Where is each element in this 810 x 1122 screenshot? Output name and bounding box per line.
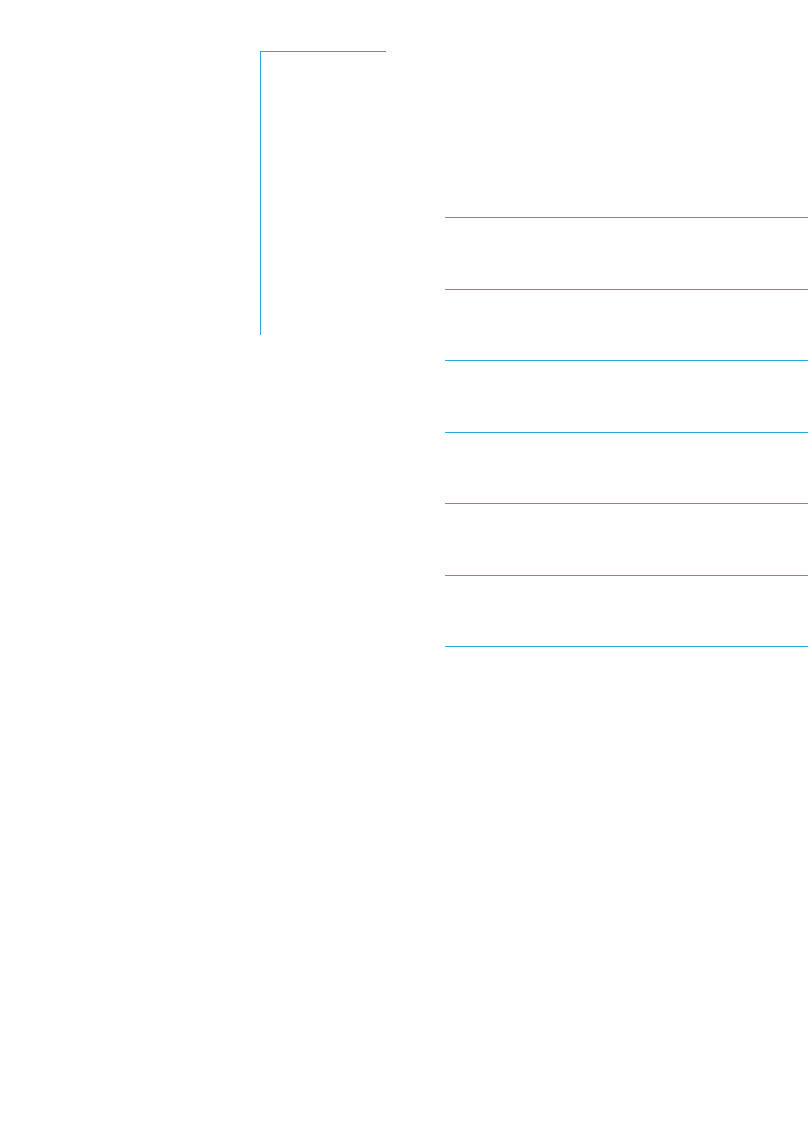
ruled-line-7 xyxy=(445,646,808,647)
ruled-line-3 xyxy=(445,360,808,361)
corner-bracket-frame xyxy=(260,51,386,335)
ruled-line-4 xyxy=(445,432,808,433)
ruled-line-6 xyxy=(445,575,808,576)
ruled-line-5 xyxy=(445,503,808,504)
ruled-line-1 xyxy=(445,217,808,218)
ruled-lines xyxy=(445,0,808,700)
ruled-line-2 xyxy=(445,289,808,290)
